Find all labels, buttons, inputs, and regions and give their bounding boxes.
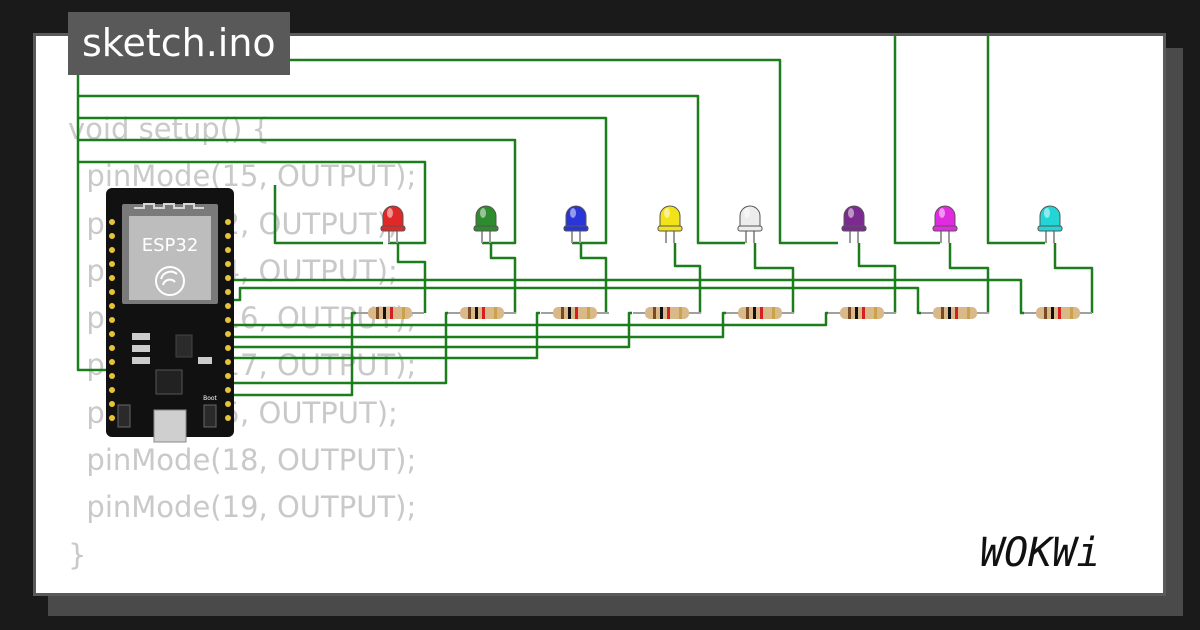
led-cyan[interactable] <box>1037 205 1063 243</box>
board-pin[interactable] <box>225 387 231 393</box>
espressif-logo-icon <box>155 266 185 296</box>
wokwi-logo: WOKWi <box>980 530 1100 576</box>
wire[interactable] <box>78 160 427 245</box>
wire[interactable] <box>489 243 517 313</box>
wires <box>76 35 1094 397</box>
led-purple[interactable] <box>841 205 867 243</box>
resistor[interactable] <box>356 307 424 319</box>
wire[interactable] <box>986 35 1045 245</box>
resistor-row <box>356 307 1092 319</box>
resistor[interactable] <box>1024 307 1092 319</box>
board-pin[interactable] <box>225 345 231 351</box>
board-pin[interactable] <box>109 303 115 309</box>
resistor[interactable] <box>828 307 896 319</box>
led-green[interactable] <box>473 205 499 243</box>
board-pin[interactable] <box>225 219 231 225</box>
wire[interactable] <box>857 243 897 313</box>
board-pin[interactable] <box>225 415 231 421</box>
usb-port-icon <box>153 409 187 443</box>
board-pin[interactable] <box>225 331 231 337</box>
boot-label: Boot <box>203 395 217 402</box>
code-line: pinMode(18, OUTPUT); <box>68 443 417 478</box>
file-tab[interactable]: sketch.ino <box>68 12 290 75</box>
wire[interactable] <box>579 243 608 313</box>
wire[interactable] <box>893 35 940 245</box>
brand-logo-text: WOKWi <box>980 530 1100 576</box>
wire[interactable] <box>396 243 427 313</box>
board-pin[interactable] <box>109 359 115 365</box>
wire[interactable] <box>228 278 1024 315</box>
board-pin[interactable] <box>225 247 231 253</box>
led-row <box>380 205 1063 243</box>
led-white[interactable] <box>737 205 763 243</box>
led-red[interactable] <box>380 205 406 243</box>
resistor[interactable] <box>448 307 516 319</box>
board-pin[interactable] <box>225 275 231 281</box>
board-pin[interactable] <box>225 303 231 309</box>
board-pin[interactable] <box>109 261 115 267</box>
board-pin[interactable] <box>109 373 115 379</box>
resistor[interactable] <box>921 307 989 319</box>
wire[interactable] <box>948 243 990 313</box>
board-pin[interactable] <box>225 401 231 407</box>
wire[interactable] <box>78 138 517 245</box>
wire[interactable] <box>228 311 828 327</box>
board-pin[interactable] <box>109 317 115 323</box>
wire[interactable] <box>78 94 745 245</box>
wire[interactable] <box>228 286 921 315</box>
board-label: ESP32 <box>142 235 199 256</box>
board-pin[interactable] <box>109 275 115 281</box>
board-pin[interactable] <box>225 233 231 239</box>
board-pin[interactable] <box>225 261 231 267</box>
resistor[interactable] <box>726 307 794 319</box>
wire[interactable] <box>273 185 383 245</box>
board-pin[interactable] <box>109 247 115 253</box>
wire[interactable] <box>76 58 838 372</box>
led-magenta[interactable] <box>932 205 958 243</box>
wire[interactable] <box>228 311 632 349</box>
board-pin[interactable] <box>109 233 115 239</box>
board-pin[interactable] <box>225 359 231 365</box>
board-pin[interactable] <box>225 289 231 295</box>
board-pin[interactable] <box>225 317 231 323</box>
code-line: } <box>68 537 87 572</box>
esp32-board[interactable]: ESP32 Boot <box>106 188 234 443</box>
board-pin[interactable] <box>109 345 115 351</box>
led-blue[interactable] <box>563 205 589 243</box>
board-pin[interactable] <box>225 373 231 379</box>
wire[interactable] <box>228 311 356 397</box>
board-pin[interactable] <box>109 289 115 295</box>
board-pin[interactable] <box>109 415 115 421</box>
board-pins <box>109 219 231 421</box>
board-pin[interactable] <box>109 401 115 407</box>
code-line: pinMode(19, OUTPUT); <box>68 490 417 525</box>
wire[interactable] <box>673 243 702 313</box>
board-pin[interactable] <box>109 387 115 393</box>
wire[interactable] <box>753 243 795 313</box>
code-line: pinMode(15, OUTPUT); <box>68 159 417 194</box>
wire[interactable] <box>228 311 540 360</box>
board-pin[interactable] <box>109 219 115 225</box>
led-yellow[interactable] <box>657 205 683 243</box>
resistor[interactable] <box>633 307 701 319</box>
resistor[interactable] <box>541 307 609 319</box>
board-pin[interactable] <box>109 331 115 337</box>
wire[interactable] <box>1053 243 1094 313</box>
wire[interactable] <box>78 116 608 245</box>
